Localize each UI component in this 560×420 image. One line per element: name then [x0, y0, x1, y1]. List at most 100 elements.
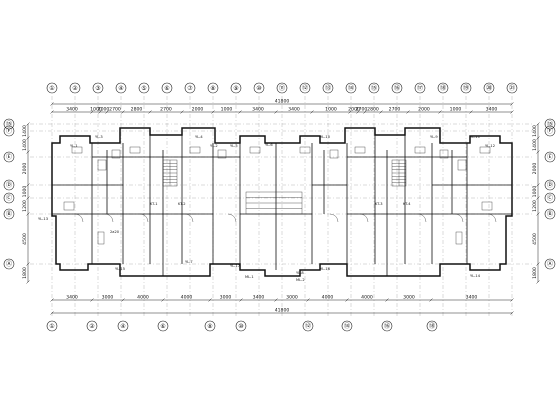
grid-bubble-label: ㉑ — [509, 84, 515, 92]
element-tag: YL-10 — [320, 135, 331, 139]
grid-bubble-label: ⑳ — [486, 84, 492, 92]
dim-tick — [385, 298, 389, 302]
grid-bubble-label: Ⓑ — [6, 210, 12, 218]
dim-label: 3400 — [66, 295, 78, 301]
grid-bubble-circle — [161, 82, 173, 94]
grid-bubble-circle — [230, 82, 242, 94]
element-tag: YL-6 — [265, 143, 273, 147]
dim-label: 2000 — [98, 107, 110, 113]
grid-bubble-label: ⑯ — [384, 322, 390, 330]
dim-tick — [536, 196, 540, 200]
grid-bubble-circle — [115, 82, 127, 94]
grid-bubble-left: Ⓑ — [3, 208, 15, 220]
grid-bubble-top: ⑯ — [391, 82, 403, 94]
dim-label: 4500 — [532, 233, 538, 245]
grid-bubble-circle — [506, 82, 518, 94]
grid-bubble-top: ⑰ — [414, 82, 426, 94]
grid-bubble-circle — [544, 208, 556, 220]
dim-label: 3400 — [253, 295, 265, 301]
door-swing — [104, 213, 114, 223]
dim-tick — [105, 110, 109, 114]
element-tag: YL-17 — [230, 264, 240, 268]
element-tag: KT-4 — [403, 202, 411, 206]
element-tag: KT-2 — [178, 202, 186, 206]
element-tag: YL-5 — [230, 144, 238, 148]
grid-bubble-right: Ⓒ — [544, 192, 556, 204]
grid-bubble-right: Ⓑ — [544, 208, 556, 220]
element-tag: YL-14 — [470, 274, 481, 278]
dim-label: 3400 — [466, 295, 478, 301]
grid-bubble-circle — [460, 82, 472, 94]
door-swing — [227, 213, 237, 223]
grid-bubble-circle — [86, 320, 98, 332]
fixture — [455, 231, 463, 245]
dim-label: 1400 — [532, 139, 538, 151]
grid-bubble-circle — [3, 151, 15, 163]
dim-label: 3400 — [66, 107, 78, 113]
dim-tick — [379, 110, 383, 114]
dim-tick — [26, 122, 30, 126]
dim-tick — [26, 196, 30, 200]
grid-bubble-top: ⑭ — [345, 82, 357, 94]
dim-tick — [121, 110, 125, 114]
dim-tick — [536, 150, 540, 154]
grid-bubble-label: ② — [72, 85, 78, 92]
fixture — [249, 146, 261, 154]
grid-bubble-top: ⑪ — [276, 82, 288, 94]
grid-bubble-label: ⑲ — [463, 84, 469, 92]
grid-bubble-label: ⑯ — [394, 84, 400, 92]
dim-label: 2700 — [356, 107, 368, 113]
grid-bubble-circle — [3, 192, 15, 204]
grid-bubble-top: ⑲ — [460, 82, 472, 94]
dim-tick — [429, 298, 433, 302]
element-tag: YL-1 — [70, 144, 78, 148]
grid-bubble-label: ⑮ — [547, 120, 553, 128]
grid-bubble-bottom: ⑱ — [426, 320, 438, 332]
grid-bubble-circle — [92, 82, 104, 94]
element-tag: KT-3 — [375, 202, 383, 206]
dim-label: 1000 — [532, 186, 538, 198]
grid-bubble-left: ⑮ — [3, 118, 15, 130]
fixture — [479, 146, 491, 154]
grid-bubble-label: ⑧ — [210, 85, 215, 92]
door-swing — [359, 213, 369, 223]
grid-bubble-label: ⑪ — [279, 84, 285, 92]
dim-label: 41800 — [275, 99, 290, 105]
dim-label: 2700 — [109, 107, 121, 113]
dim-tick — [50, 311, 54, 315]
grid-bubble-circle — [207, 82, 219, 94]
grid-bubble-label: ⑥ — [160, 323, 165, 330]
dim-tick — [211, 110, 215, 114]
grid-bubble-circle — [235, 320, 247, 332]
grid-bubble-top: ⑱ — [437, 82, 449, 94]
dim-tick — [50, 298, 54, 302]
stair — [162, 159, 178, 187]
dim-tick — [306, 298, 310, 302]
grid-bubble-label: ⑱ — [440, 84, 446, 92]
element-tag: YL-8 — [296, 271, 304, 275]
element-tag: YL-3 — [95, 135, 103, 139]
grid-bubble-label: ④ — [118, 85, 123, 92]
element-tag: YL-13 — [38, 217, 48, 221]
grid-bubble-label: ⑰ — [417, 84, 423, 92]
grid-bubble-label: ③ — [95, 85, 100, 92]
grid-bubble-right: ⑮ — [544, 118, 556, 130]
grid-bubble-label: ⑩ — [238, 323, 243, 330]
element-tag: KT-1 — [150, 202, 158, 206]
grid-bubble-top: ④ — [115, 82, 127, 94]
grid-bubble-label: ⑥ — [164, 85, 169, 92]
dim-tick — [208, 298, 212, 302]
dim-tick — [238, 110, 242, 114]
dim-tick — [536, 136, 540, 140]
grid-bubble-label: ⑧ — [207, 323, 212, 330]
grid-bubble-left: Ⓕ — [3, 125, 15, 137]
dim-tick — [348, 110, 352, 114]
grid-bubble-label: ⑭ — [344, 322, 350, 330]
dim-tick — [121, 298, 125, 302]
dim-label: 4000 — [137, 295, 149, 301]
grid-bubble-label: ① — [49, 323, 54, 330]
grid-bubble-top: ① — [46, 82, 58, 94]
element-tag: YL-2 — [210, 144, 218, 148]
grid-bubble-bottom: ① — [46, 320, 58, 332]
